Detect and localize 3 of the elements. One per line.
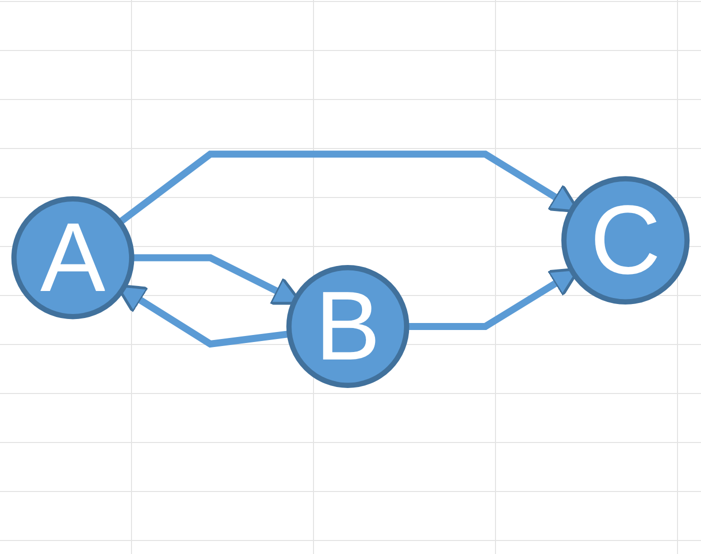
node-circle: C — [561, 176, 690, 304]
node-circle: B — [286, 265, 410, 388]
node-circle: A — [11, 196, 134, 320]
